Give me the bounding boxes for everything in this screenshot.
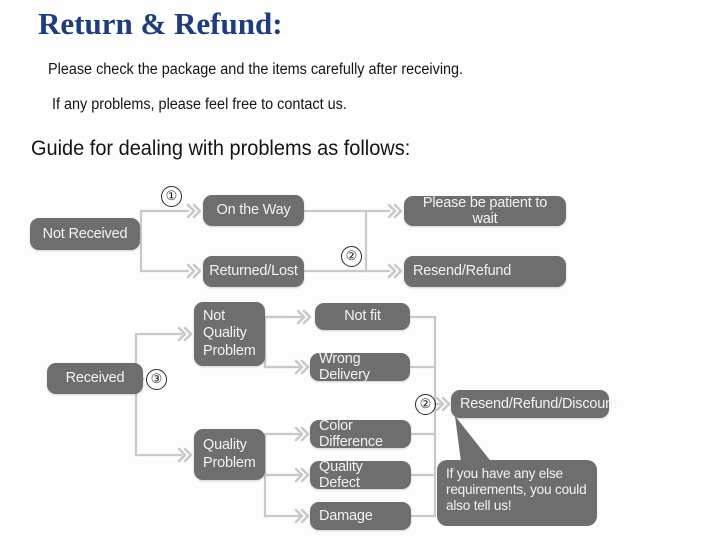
arrowhead-quality-problem — [177, 447, 193, 463]
node-received[interactable]: Received — [47, 363, 143, 394]
node-color-difference[interactable]: Color Difference — [310, 418, 411, 450]
node-returned-lost[interactable]: Returned/Lost — [203, 256, 304, 287]
step-marker-3: ③ — [146, 369, 167, 390]
intro-line-contact-us: If any problems, please feel free to con… — [52, 96, 347, 113]
node-please-be-patient-to-wait[interactable]: Please be patient to wait — [404, 195, 566, 227]
arrowhead-not-fit — [296, 309, 312, 325]
step-marker-2-top: ② — [341, 246, 362, 267]
node-damage[interactable]: Damage — [310, 502, 411, 530]
arrowhead-on-the-way — [186, 203, 202, 219]
arrowhead-wrong-delivery — [294, 359, 310, 375]
step-marker-2-bottom: ② — [415, 394, 436, 415]
node-not-fit[interactable]: Not fit — [315, 303, 410, 330]
intro-line-check-package: Please check the package and the items c… — [48, 61, 464, 78]
step-marker-1: ① — [161, 186, 182, 207]
callout-bubble: If you have any else requirements, you c… — [437, 460, 597, 526]
arrowhead-quality-defect — [294, 467, 310, 483]
node-on-the-way[interactable]: On the Way — [203, 195, 304, 226]
node-resend-refund-discount[interactable]: Resend/Refund/Discount — [451, 390, 617, 418]
arrowhead-please-be-patient — [387, 203, 403, 219]
node-quality-defect[interactable]: Quality Defect — [310, 459, 411, 491]
arrowhead-not-quality-problem — [177, 326, 193, 342]
guide-heading: Guide for dealing with problems as follo… — [31, 137, 411, 160]
arrowhead-resend-refund-discount — [435, 396, 451, 412]
page-title: Return & Refund: — [38, 6, 283, 41]
node-not-received[interactable]: Not Received — [30, 218, 140, 250]
arrowhead-damage — [294, 508, 310, 524]
node-not-quality-problem[interactable]: Not Quality Problem — [194, 302, 265, 366]
callout-tail-icon — [455, 416, 493, 464]
arrowhead-resend-refund — [387, 263, 403, 279]
arrowhead-returned-lost — [186, 263, 202, 279]
node-wrong-delivery[interactable]: Wrong Delivery — [310, 351, 410, 383]
node-resend-refund[interactable]: Resend/Refund — [404, 256, 566, 287]
arrowhead-color-difference — [294, 426, 310, 442]
node-quality-problem[interactable]: Quality Problem — [194, 429, 265, 480]
